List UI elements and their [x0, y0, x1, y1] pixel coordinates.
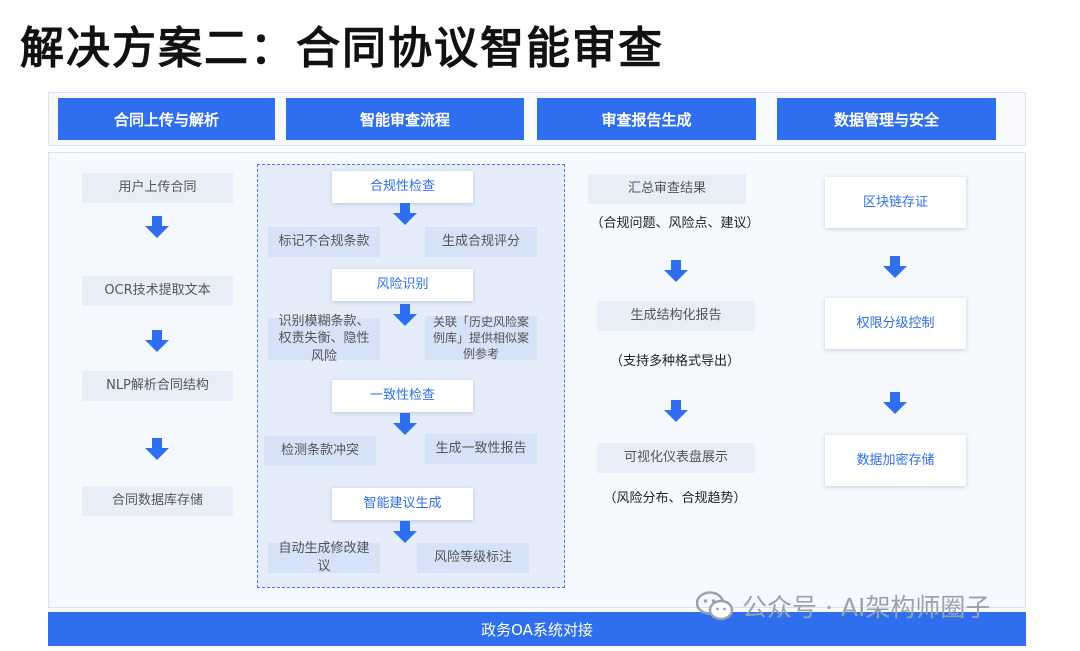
down-arrow-icon	[145, 330, 169, 352]
step-nlp-parse: NLP解析合同结构	[82, 371, 233, 401]
step-db-storage: 合同数据库存储	[82, 486, 233, 516]
compliance-check-title: 合规性检查	[332, 171, 473, 203]
down-arrow-icon	[664, 400, 688, 422]
blockchain-evidence: 区块链存证	[825, 177, 966, 228]
oa-integration-bar: 政务OA系统对接	[48, 612, 1026, 646]
header-upload-parse: 合同上传与解析	[58, 98, 275, 140]
consistency-check-title: 一致性检查	[332, 380, 473, 412]
dashboard-display: 可视化仪表盘展示	[597, 443, 755, 473]
down-arrow-icon	[393, 521, 417, 543]
encrypted-storage: 数据加密存储	[825, 435, 966, 486]
auto-suggestions: 自动生成修改建议	[268, 541, 380, 574]
header-report-generation: 审查报告生成	[537, 98, 756, 140]
page-title: 解决方案二：合同协议智能审查	[20, 23, 664, 74]
identify-risks: 识别模糊条款、权责失衡、隐性风险	[268, 314, 380, 364]
permission-control: 权限分级控制	[825, 298, 966, 349]
detect-conflicts: 检测条款冲突	[264, 436, 376, 466]
summarize-results-caption: （合规问题、风险点、建议）	[590, 216, 760, 232]
down-arrow-icon	[664, 260, 688, 282]
step-user-upload: 用户上传合同	[82, 173, 233, 203]
structured-report-caption: （支持多种格式导出）	[609, 354, 740, 370]
compliance-score: 生成合规评分	[425, 227, 537, 257]
dashboard-caption: （风险分布、合规趋势）	[603, 491, 747, 507]
down-arrow-icon	[393, 413, 417, 435]
suggestion-generation-title: 智能建议生成	[332, 488, 473, 520]
step-ocr-extract: OCR技术提取文本	[82, 276, 233, 306]
watermark: 公众号 · AI架构师圈子	[696, 588, 990, 624]
mark-noncompliant: 标记不合规条款	[268, 227, 380, 257]
historical-case-reference: 关联「历史风险案例库」提供相似案例参考	[425, 315, 537, 361]
header-data-security: 数据管理与安全	[777, 98, 996, 140]
down-arrow-icon	[145, 216, 169, 238]
risk-level-label: 风险等级标注	[417, 543, 529, 573]
summarize-results: 汇总审查结果	[588, 174, 746, 204]
risk-identification-title: 风险识别	[332, 269, 473, 301]
wechat-icon	[696, 591, 734, 621]
consistency-report: 生成一致性报告	[425, 434, 537, 464]
down-arrow-icon	[393, 203, 417, 225]
watermark-text: 公众号 · AI架构师圈子	[742, 593, 991, 622]
down-arrow-icon	[883, 256, 907, 278]
down-arrow-icon	[145, 438, 169, 460]
down-arrow-icon	[393, 304, 417, 326]
header-review-process: 智能审查流程	[286, 98, 524, 140]
structured-report: 生成结构化报告	[597, 301, 755, 331]
down-arrow-icon	[883, 392, 907, 414]
